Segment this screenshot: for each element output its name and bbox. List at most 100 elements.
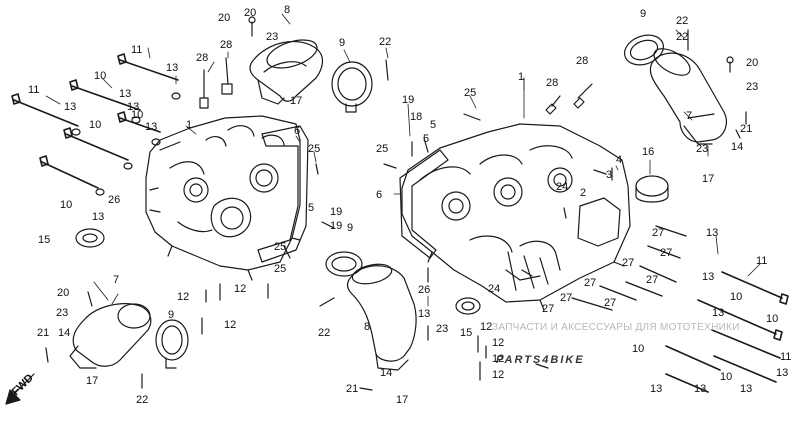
callout-11: 11 — [131, 44, 142, 56]
callout-22: 22 — [318, 327, 330, 339]
callout-5: 5 — [308, 202, 314, 214]
small-fasteners — [45, 16, 747, 391]
callout-27: 27 — [646, 274, 658, 286]
callout-27: 27 — [604, 297, 616, 309]
callout-14: 14 — [58, 327, 70, 339]
callout-28: 28 — [546, 77, 558, 89]
callout-23: 23 — [436, 323, 448, 335]
callout-22: 22 — [379, 36, 391, 48]
callout-12: 12 — [234, 283, 246, 295]
callout-11: 11 — [756, 255, 767, 267]
leader-lines — [45, 13, 761, 307]
right-head-gasket — [399, 149, 449, 259]
callout-17: 17 — [702, 173, 714, 185]
callout-25: 25 — [274, 263, 286, 275]
callout-13: 13 — [92, 211, 104, 223]
callout-12: 12 — [492, 369, 504, 381]
callout-20: 20 — [244, 7, 256, 19]
head-bolts-left — [11, 53, 179, 189]
callout-27: 27 — [542, 303, 554, 315]
oil-seal-left — [75, 228, 105, 248]
oil-seal-center — [455, 297, 481, 315]
parts4bike-logo: PARTS4BIKE — [496, 354, 585, 366]
callout-10: 10 — [720, 371, 732, 383]
callout-12: 12 — [480, 321, 492, 333]
callout-9: 9 — [168, 309, 174, 321]
callout-3: 3 — [606, 169, 612, 181]
callout-10: 10 — [632, 343, 644, 355]
callout-28: 28 — [196, 52, 208, 64]
callout-11: 11 — [780, 351, 791, 363]
callout-21: 21 — [37, 327, 49, 339]
callout-13: 13 — [418, 308, 430, 320]
callout-11: 11 — [28, 84, 39, 96]
callout-20: 20 — [218, 12, 230, 24]
callout-10: 10 — [60, 199, 72, 211]
clamp-band-top-right — [624, 34, 664, 66]
left-cylinder-head — [145, 115, 301, 281]
callout-12: 12 — [492, 337, 504, 349]
callout-9: 9 — [339, 37, 345, 49]
callout-13: 13 — [166, 62, 178, 74]
callout-17: 17 — [86, 375, 98, 387]
callout-5: 5 — [430, 119, 436, 131]
callout-8: 8 — [284, 4, 290, 16]
callout-22: 22 — [676, 15, 688, 27]
callout-7: 7 — [686, 110, 692, 122]
callout-22: 22 — [136, 394, 148, 406]
callout-25: 25 — [464, 87, 476, 99]
washers-left — [71, 92, 181, 196]
callout-23: 23 — [56, 307, 68, 319]
callout-25: 25 — [376, 143, 388, 155]
callout-22: 22 — [676, 31, 688, 43]
callout-13: 13 — [712, 307, 724, 319]
cap-16 — [635, 175, 669, 203]
callout-24: 24 — [556, 181, 568, 193]
callout-2: 2 — [580, 187, 586, 199]
callout-19: 19 — [402, 94, 414, 106]
callout-28: 28 — [576, 55, 588, 67]
callout-1: 1 — [186, 119, 192, 131]
callout-20: 20 — [746, 57, 758, 69]
callout-12: 12 — [224, 319, 236, 331]
callout-7: 7 — [113, 274, 119, 286]
callout-26: 26 — [108, 194, 120, 206]
callout-10: 10 — [766, 313, 778, 325]
clamp-band-center — [325, 251, 363, 277]
callout-17: 17 — [396, 394, 408, 406]
intake-pipe-top-left — [249, 39, 324, 105]
callout-13: 13 — [127, 101, 139, 113]
callout-10: 10 — [94, 70, 106, 82]
left-head-gasket — [257, 125, 309, 263]
callout-24: 24 — [488, 283, 500, 295]
spark-plugs — [199, 57, 593, 115]
callout-13: 13 — [706, 227, 718, 239]
callout-6: 6 — [376, 189, 382, 201]
intake-pipe-bottom-center — [346, 263, 417, 371]
callout-13: 13 — [702, 271, 714, 283]
intake-pipe-bottom-left — [69, 303, 152, 369]
svg-text:PARTS4BIKE: PARTS4BIKE — [496, 354, 585, 366]
callout-13: 13 — [776, 367, 788, 379]
callout-10: 10 — [730, 291, 742, 303]
callout-23: 23 — [696, 143, 708, 155]
callout-5: 5 — [423, 133, 429, 145]
callout-19: 19 — [330, 220, 342, 232]
callout-20: 20 — [57, 287, 69, 299]
callout-13: 13 — [650, 383, 662, 395]
callout-23: 23 — [746, 81, 758, 93]
callout-27: 27 — [652, 227, 664, 239]
clamp-band-top-left — [331, 61, 373, 113]
callout-13: 13 — [694, 383, 706, 395]
head-bolts-right — [665, 271, 789, 393]
callout-15: 15 — [460, 327, 472, 339]
callout-8: 8 — [364, 321, 370, 333]
callout-27: 27 — [584, 277, 596, 289]
callout-27: 27 — [622, 257, 634, 269]
callout-6: 6 — [294, 125, 300, 137]
intake-pipe-top-right — [649, 48, 727, 145]
callout-28: 28 — [220, 39, 232, 51]
callout-9: 9 — [640, 8, 646, 20]
callout-14: 14 — [380, 367, 392, 379]
